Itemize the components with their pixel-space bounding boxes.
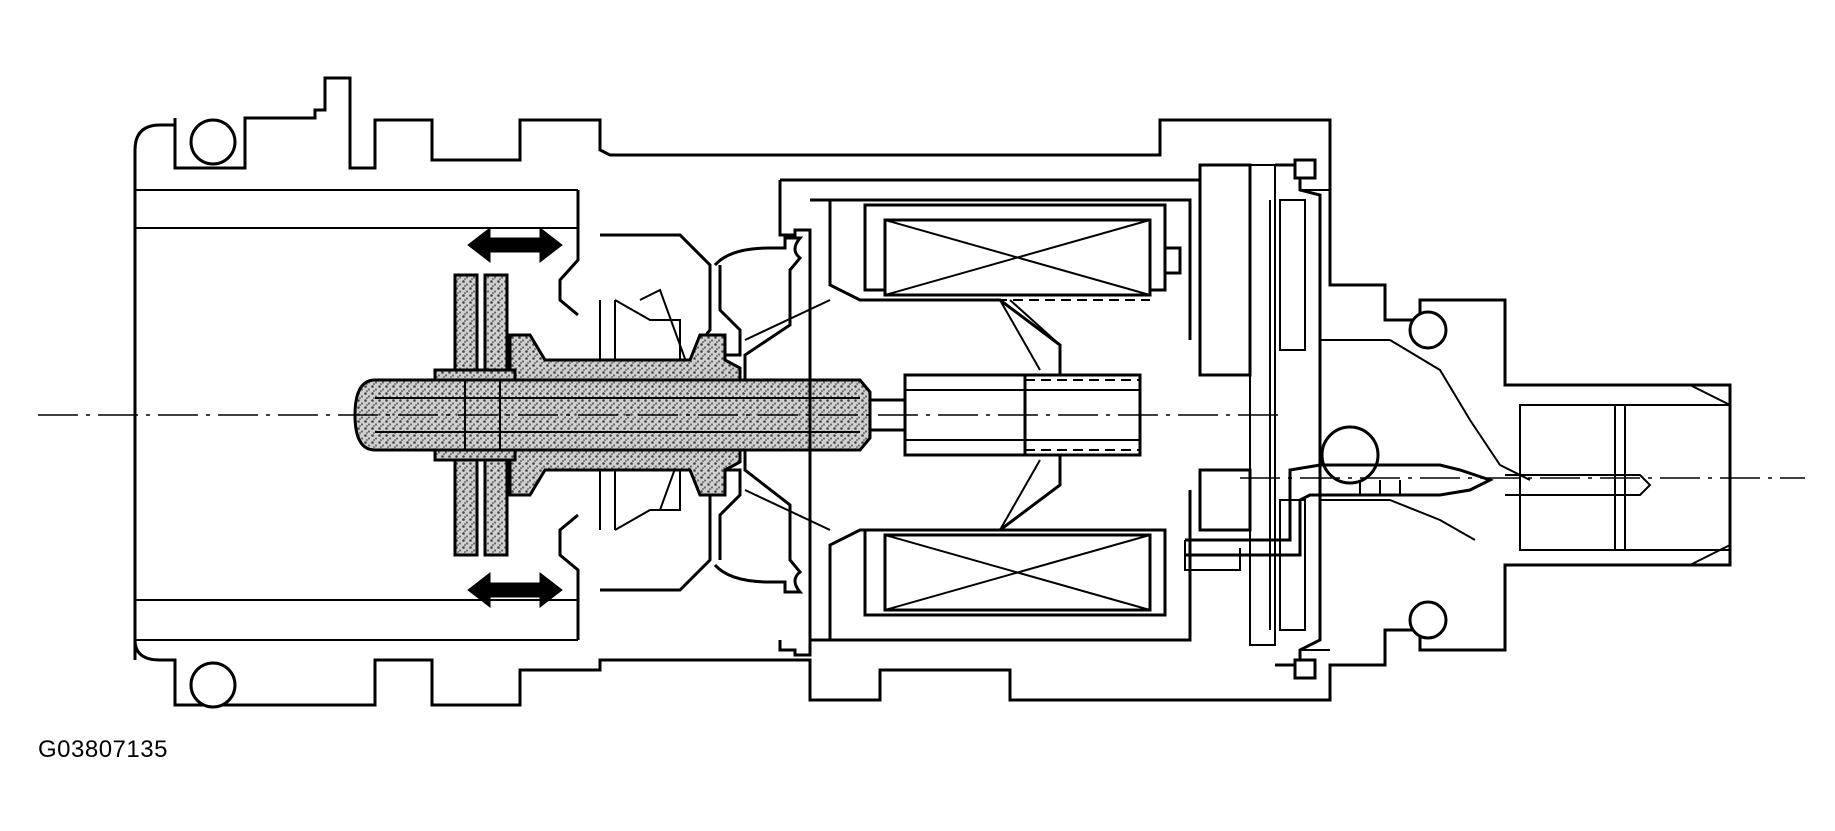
o-ring [1408,310,1448,350]
end-cap [1198,158,1390,680]
coil-lower [863,528,1167,617]
o-ring-group [189,118,1448,709]
double-arrow-icon [467,226,563,264]
figure-id-label: G03807135 [38,736,168,763]
outlet-nozzle [1505,384,1731,566]
double-arrow-icon [467,571,563,609]
o-ring [189,118,237,166]
check-ball [1320,425,1380,485]
o-ring [1408,600,1448,640]
coil-upper [863,203,1182,301]
o-ring [189,661,237,709]
inlet-bore [135,189,580,641]
outlet-passage [1184,339,1531,571]
